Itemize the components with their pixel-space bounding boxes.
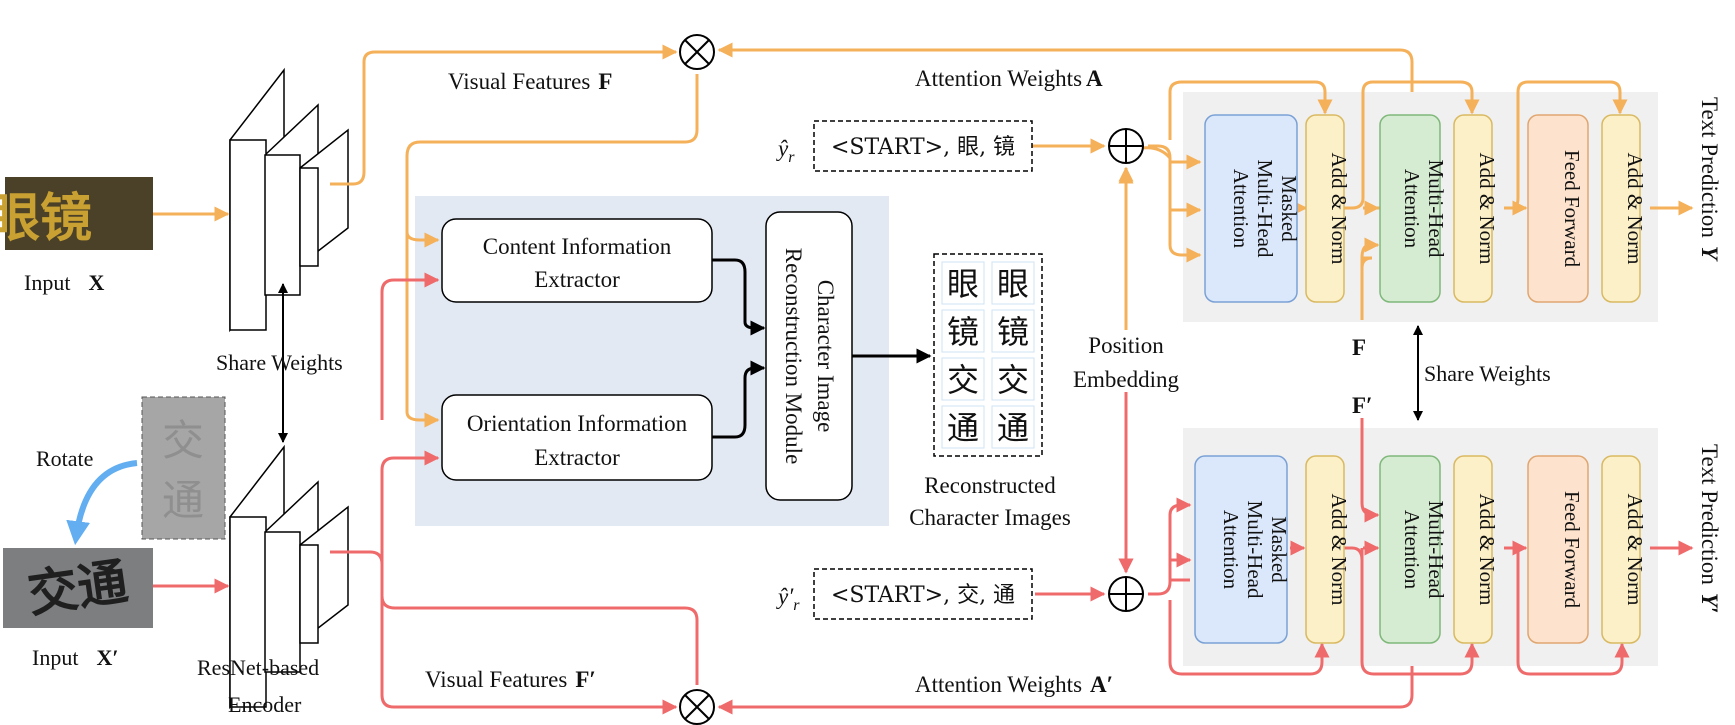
multi-head-attention-block-label: Multi-Head bbox=[1424, 160, 1448, 258]
reconstructed-cell bbox=[991, 405, 1035, 449]
rotated-image: 交 通 bbox=[141, 396, 226, 540]
multiply-node-top bbox=[679, 34, 715, 70]
masked-attention-block-label: Multi-Head bbox=[1253, 160, 1277, 258]
add-norm-block-label: Add & Norm bbox=[1623, 494, 1647, 606]
share-weights-left-label: Share Weights bbox=[216, 350, 343, 375]
reconstructed-char: 通 bbox=[947, 409, 979, 447]
input-x-image: 眼镜 bbox=[0, 177, 153, 250]
content-extractor-line2: Extractor bbox=[534, 267, 620, 292]
add-norm-block-label: Add & Norm bbox=[1623, 153, 1647, 265]
reconstructed-cell bbox=[941, 357, 985, 401]
reconstruction-line2: Reconstruction Module bbox=[781, 248, 806, 465]
reconstructed-cell bbox=[991, 309, 1035, 353]
reconstructed-char: 交 bbox=[997, 361, 1029, 399]
text-prediction-top: Text PredictionY bbox=[1697, 97, 1722, 262]
add-norm-block bbox=[1453, 455, 1493, 644]
reconstructed-caption-2: Character Images bbox=[909, 505, 1071, 530]
add-norm-block bbox=[1601, 114, 1641, 303]
multi-head-attention-block bbox=[1379, 114, 1441, 303]
multi-head-attention-block bbox=[1379, 455, 1441, 644]
input-x-chars: 眼镜 bbox=[0, 188, 92, 249]
reconstructed-cell bbox=[941, 261, 985, 305]
encoder-label-2: Encoder bbox=[228, 692, 302, 717]
add-norm-block bbox=[1453, 114, 1493, 303]
multi-head-attention-block-label: Attention bbox=[1400, 510, 1424, 590]
reconstructed-cell bbox=[941, 405, 985, 449]
masked-attention-block-label: Multi-Head bbox=[1243, 501, 1267, 599]
masked-attention-block bbox=[1204, 114, 1298, 303]
add-norm-block bbox=[1305, 114, 1345, 303]
encoder-top bbox=[229, 67, 349, 333]
feed-forward-block-label: Feed Forward bbox=[1560, 150, 1584, 268]
rotate-arrow bbox=[66, 460, 138, 546]
add-norm-block-label: Add & Norm bbox=[1475, 494, 1499, 606]
yrp-sequence: <START>, 交, 通 bbox=[831, 583, 1015, 608]
masked-attention-block-label: Masked bbox=[1267, 516, 1291, 583]
yr-sequence: <START>, 眼, 镜 bbox=[831, 135, 1015, 160]
input-xp-chars: 交通 bbox=[24, 551, 131, 623]
multiply-node-bottom bbox=[679, 689, 715, 725]
rotate-label: Rotate bbox=[36, 446, 93, 471]
reconstructed-char: 交 bbox=[947, 361, 979, 399]
masked-attention-block-label: Attention bbox=[1219, 510, 1243, 590]
feed-forward-block bbox=[1527, 114, 1589, 303]
multi-head-attention-block-label: Attention bbox=[1400, 169, 1424, 249]
reconstructed-char: 眼 bbox=[947, 265, 979, 303]
reconstructed-cell bbox=[991, 261, 1035, 305]
f-label: F bbox=[1352, 335, 1366, 360]
masked-attention-block bbox=[1194, 455, 1288, 644]
text-prediction-bottom: Text PredictionY′ bbox=[1697, 444, 1722, 613]
orientation-to-recon-arrow bbox=[712, 360, 766, 439]
yrp-box bbox=[813, 568, 1033, 620]
content-extractor-line1: Content Information bbox=[483, 234, 672, 259]
reconstructed-char: 镜 bbox=[997, 313, 1029, 351]
svg-text:通: 通 bbox=[162, 476, 204, 525]
add-norm-block-label: Add & Norm bbox=[1475, 153, 1499, 265]
masked-attention-block-label: Attention bbox=[1229, 169, 1253, 249]
reconstructed-cell bbox=[991, 357, 1035, 401]
multi-head-attention-block-label: Multi-Head bbox=[1424, 501, 1448, 599]
content-to-recon-arrow bbox=[712, 258, 766, 336]
share-weights-right-label: Share Weights bbox=[1424, 361, 1551, 386]
orientation-extractor-line1: Orientation Information bbox=[467, 411, 688, 436]
yr-box bbox=[813, 120, 1033, 172]
svg-text:交: 交 bbox=[162, 416, 204, 465]
reconstruction-module-box bbox=[765, 211, 853, 501]
position-embedding-bg bbox=[1063, 330, 1191, 392]
reconstructed-caption-1: Reconstructed bbox=[924, 473, 1056, 498]
feed-forward-block-label: Feed Forward bbox=[1560, 491, 1584, 609]
reconstructed-char: 通 bbox=[997, 409, 1029, 447]
masked-attention-block-label: Masked bbox=[1277, 175, 1301, 242]
input-xp-image: 交通 bbox=[3, 548, 153, 628]
encoder-bottom bbox=[229, 444, 349, 710]
sum-node-top bbox=[1108, 128, 1144, 164]
encoder-label-1: ResNet-based bbox=[197, 655, 319, 680]
add-norm-block bbox=[1601, 455, 1641, 644]
feed-forward-block bbox=[1527, 455, 1589, 644]
fp-label: F′ bbox=[1352, 393, 1373, 418]
sum-node-bottom bbox=[1108, 576, 1144, 612]
reconstructed-cell bbox=[941, 309, 985, 353]
add-norm-block-label: Add & Norm bbox=[1327, 153, 1351, 265]
reconstructed-grid: 眼眼镜镜交交通通 bbox=[941, 261, 1035, 449]
reconstructed-char: 镜 bbox=[947, 313, 979, 351]
add-norm-block bbox=[1305, 455, 1345, 644]
reconstructed-char: 眼 bbox=[997, 265, 1029, 303]
orientation-extractor-line2: Extractor bbox=[534, 445, 620, 470]
add-norm-block-label: Add & Norm bbox=[1327, 494, 1351, 606]
yrp-label: ŷ′r bbox=[776, 584, 800, 614]
reconstruction-line1: Character Image bbox=[813, 280, 838, 433]
position-embedding-line2: Embedding bbox=[1073, 367, 1180, 392]
position-embedding-line1: Position bbox=[1088, 333, 1164, 358]
yr-label: ŷr bbox=[776, 136, 795, 166]
